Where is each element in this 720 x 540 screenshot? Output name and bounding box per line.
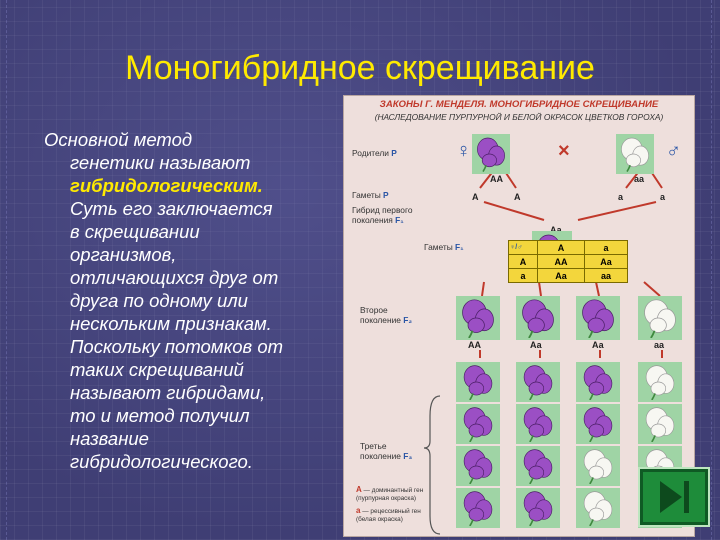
punnett-cell: Аа — [584, 254, 628, 269]
body-line: отличающихся друг от — [70, 267, 279, 288]
punnett-col-head: А — [537, 240, 585, 255]
mendel-diagram-plate: ЗАКОНЫ Г. МЕНДЕЛЯ. МОНОГИБРИДНОЕ СКРЕЩИВ… — [343, 95, 695, 537]
gamete-A: А — [514, 192, 521, 202]
next-slide-icon — [660, 481, 689, 513]
purple-flower-icon — [475, 136, 507, 177]
body-line: то и метод получил — [70, 405, 250, 426]
body-line: нескольким признакам. — [70, 313, 272, 334]
purple-flower-icon — [459, 364, 497, 405]
female-icon: ♀ — [456, 140, 471, 162]
body-line: название — [70, 428, 149, 449]
punnett-cell: АА — [537, 254, 585, 269]
white-flower-icon — [619, 136, 651, 177]
purple-flower-icon — [519, 364, 557, 405]
gametes-f1-label: Гаметы F₁ — [424, 242, 464, 252]
male-icon: ♂ — [666, 140, 681, 162]
purple-flower-icon — [519, 406, 557, 447]
f2-genotype: АА — [468, 340, 481, 350]
parents-label: Родители P — [352, 148, 397, 158]
body-line: называют гибридами, — [70, 382, 266, 403]
cross-icon: × — [558, 140, 570, 162]
next-slide-button[interactable] — [638, 467, 710, 527]
purple-flower-icon — [459, 490, 497, 531]
legend: А — доминантный ген (пурпурная окраска) … — [356, 485, 424, 524]
purple-flower-icon — [579, 364, 617, 405]
white-flower-icon — [579, 490, 617, 531]
purple-flower-icon — [459, 298, 497, 343]
body-line: в скрещивании — [70, 221, 200, 242]
white-flower-icon — [641, 406, 679, 447]
f2-genotype: Аа — [592, 340, 604, 350]
plate-subheader: (НАСЛЕДОВАНИЕ ПУРПУРНОЙ И БЕЛОЙ ОКРАСОК … — [374, 112, 664, 122]
punnett-corner: ♀/♂ — [508, 240, 538, 255]
white-flower-icon — [641, 298, 679, 343]
body-line: гибридологического. — [70, 451, 253, 472]
gamete-A: А — [472, 192, 479, 202]
body-line-1: Основной метод — [44, 129, 193, 150]
punnett-col-head: а — [584, 240, 628, 255]
gametes-p-label: Гаметы P — [352, 190, 389, 200]
punnett-row-head: А — [508, 254, 538, 269]
purple-flower-icon — [519, 490, 557, 531]
slide-title: Моногибридное скрещивание — [125, 49, 595, 87]
generation-f3-label: Третье поколение F₃ — [360, 441, 413, 461]
right-decor-ribbon — [689, 0, 712, 540]
purple-flower-icon — [459, 406, 497, 447]
slide-body-text: Основной метод генетики называют гибридо… — [42, 128, 348, 473]
body-highlight-term: гибридологическим. — [70, 175, 263, 196]
purple-flower-icon — [579, 298, 617, 343]
left-decor-ribbon — [6, 0, 29, 540]
body-line: Поскольку потомков от — [70, 336, 284, 357]
punnett-cell: аа — [584, 268, 628, 283]
punnett-cell: Аа — [537, 268, 585, 283]
purple-flower-icon — [519, 448, 557, 489]
body-line: таких скрещиваний — [70, 359, 244, 380]
f2-genotype: аа — [654, 340, 665, 350]
purple-flower-icon — [579, 406, 617, 447]
body-line-2: генетики называют — [70, 152, 251, 173]
body-line: организмов, — [70, 244, 177, 265]
punnett-row-head: а — [508, 268, 538, 283]
hybrid-f1-label: Гибрид первого поколения F₁ — [352, 205, 413, 225]
body-line: Суть его заключается — [70, 198, 273, 219]
genotype-parent-aa: аа — [634, 174, 645, 184]
plate-header: ЗАКОНЫ Г. МЕНДЕЛЯ. МОНОГИБРИДНОЕ СКРЕЩИВ… — [379, 99, 659, 110]
generation-f2-label: Второе поколение F₂ — [360, 305, 413, 325]
purple-flower-icon — [519, 298, 557, 343]
white-flower-icon — [579, 448, 617, 489]
white-flower-icon — [641, 364, 679, 405]
body-line: друга по одному или — [70, 290, 248, 311]
genotype-parent-AA: АА — [490, 174, 503, 184]
gamete-a: а — [660, 192, 666, 202]
punnett-square: ♀/♂ А а А АА Аа а Аа аа — [508, 240, 628, 283]
genotype-f1-Aa: Аа — [550, 225, 562, 235]
purple-flower-icon — [459, 448, 497, 489]
gamete-a: а — [618, 192, 624, 202]
f2-genotype: Аа — [530, 340, 542, 350]
